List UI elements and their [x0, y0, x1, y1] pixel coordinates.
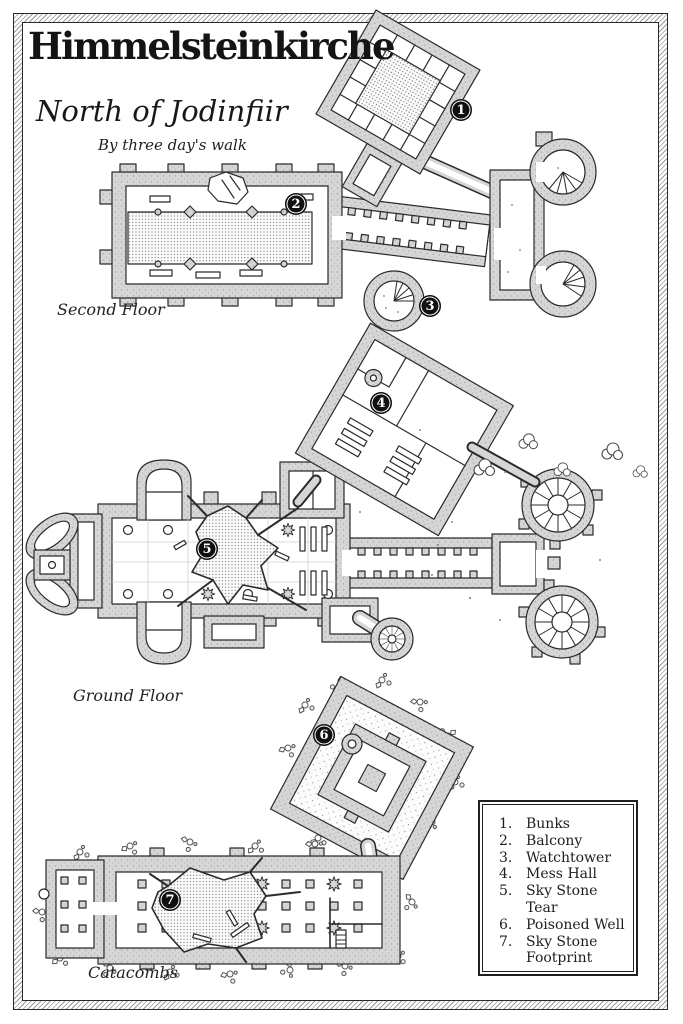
crenellated-corridor: [329, 195, 492, 268]
map-marker-3: 3: [419, 295, 441, 317]
legend-item-label: Poisoned Well: [526, 916, 625, 933]
watchtower: [363, 270, 425, 332]
map-title: Himmelsteinkirche: [28, 24, 395, 68]
gatehouse-towers: [489, 131, 597, 318]
legend-item-number: 1.: [499, 816, 513, 832]
marker-number: 3: [425, 298, 435, 314]
marker-number: 7: [165, 892, 175, 908]
gear-tower-south: [518, 579, 606, 665]
ground-debris: [359, 429, 601, 621]
legend-item: 6. Poisoned Well: [499, 917, 627, 934]
map-distance-note: By three day's walk: [98, 136, 247, 154]
legend-item-label: Sky Stone Footprint: [526, 933, 598, 967]
ground-gatehouse: [491, 533, 562, 595]
floor-label-catacombs: Catacombs: [88, 963, 178, 982]
balcony-hall: [99, 163, 346, 307]
legend-item-number: 2.: [499, 832, 513, 849]
legend-item-label: Watchtower: [526, 849, 612, 866]
second-floor-plan: [99, 9, 597, 332]
mess-hall-building: [294, 322, 514, 537]
legend-item-number: 3.: [499, 849, 513, 866]
catacomb-hall: [97, 847, 401, 970]
gear-tower-north: [518, 468, 603, 550]
church-nave: [25, 459, 379, 665]
legend-item-label: Sky Stone Tear: [526, 883, 598, 916]
ground-corridor: [345, 537, 493, 589]
legend-item-number: 5.: [499, 883, 513, 900]
legend-item-number: 7.: [499, 933, 513, 950]
marker-number: 1: [456, 102, 466, 118]
poisoned-well: [341, 733, 363, 755]
map-marker-7: 7: [159, 889, 181, 911]
legend-item-label: Mess Hall: [526, 866, 597, 883]
legend-item-number: 4.: [499, 866, 513, 883]
sky-stone-footprint: [149, 857, 301, 963]
catacombs-plan: [31, 672, 475, 987]
legend-item: 7. Sky Stone Footprint: [499, 934, 627, 968]
bunks-building: [315, 9, 481, 175]
map-legend: 1. Bunks 2. Balcony 3. Watchtower 4. Mes…: [478, 800, 638, 976]
sky-stone-tear: [173, 495, 307, 611]
marker-number: 4: [376, 395, 386, 411]
legend-item-label: Balcony: [526, 832, 583, 849]
floor-label-ground: Ground Floor: [73, 686, 183, 705]
legend-inner-border: 1. Bunks 2. Balcony 3. Watchtower 4. Mes…: [482, 804, 634, 972]
marker-number: 2: [291, 196, 301, 212]
legend-item: 4. Mess Hall: [499, 866, 627, 883]
map-marker-2: 2: [285, 193, 307, 215]
legend-item: 1. Bunks: [499, 816, 627, 833]
map-marker-6: 6: [313, 724, 335, 746]
legend-item: 3. Watchtower: [499, 850, 627, 867]
map-marker-4: 4: [370, 392, 392, 414]
map-marker-1: 1: [450, 99, 472, 121]
legend-item-number: 6.: [499, 916, 513, 933]
map-marker-5: 5: [196, 538, 218, 560]
legend-item-label: Bunks: [526, 816, 570, 832]
floor-label-second: Second Floor: [57, 300, 165, 319]
legend-item: 2. Balcony: [499, 833, 627, 850]
annex-room: [38, 859, 118, 959]
legend-item: 5. Sky Stone Tear: [499, 883, 627, 917]
ground-floor-plan: [25, 322, 648, 665]
marker-number: 5: [202, 541, 212, 557]
marker-number: 6: [319, 727, 329, 743]
stair-tower: [352, 610, 414, 661]
map-subtitle: North of Jodinfiir: [36, 94, 288, 128]
